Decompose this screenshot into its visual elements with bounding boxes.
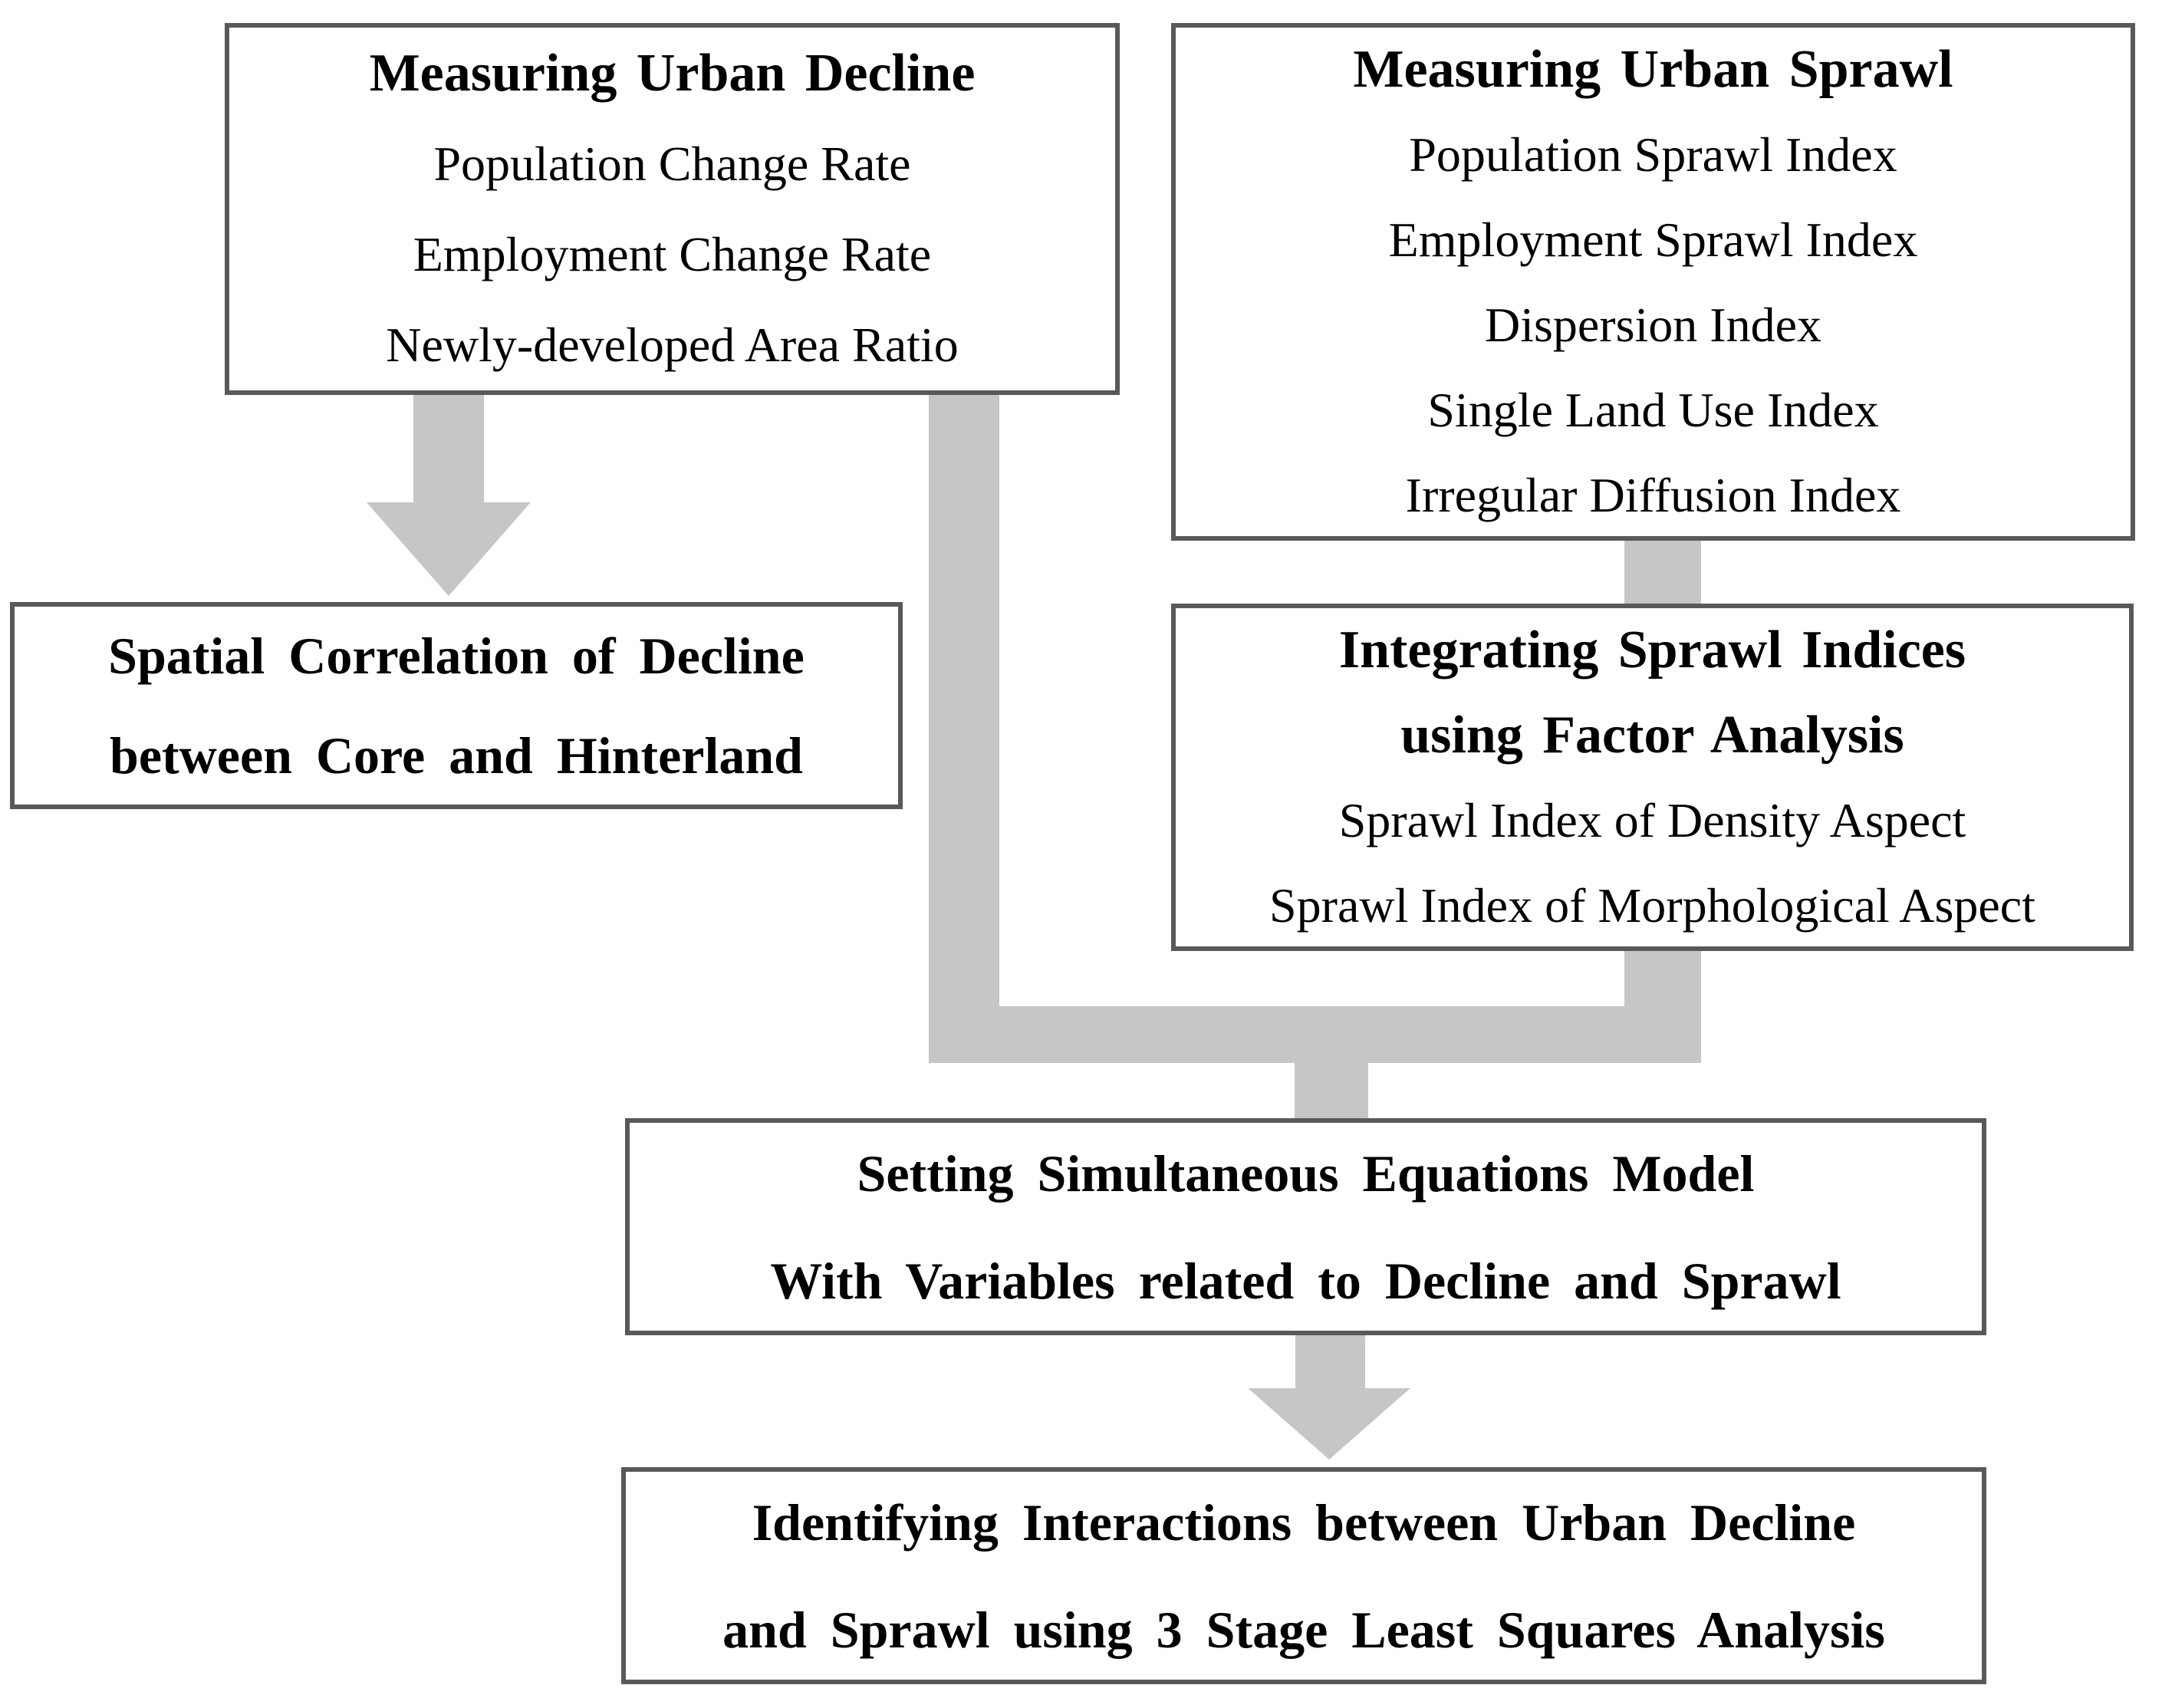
measuring-urban-decline-box: Measuring Urban Decline Population Chang…: [225, 23, 1120, 395]
connector-sprawl-to-integrating-band: [1624, 539, 1701, 605]
connector-merge-to-equations-stem: [1295, 1063, 1368, 1120]
box-item: Sprawl Index of Density Aspect: [1338, 792, 1966, 847]
box-item: Sprawl Index of Morphological Aspect: [1269, 877, 2035, 933]
box-title: Integrating Sprawl Indices: [1338, 620, 1966, 680]
connector-decline-to-spatial-stem: [413, 395, 484, 504]
box-item: Population Change Rate: [433, 136, 911, 191]
identifying-interactions-box: Identifying Interactions between Urban D…: [621, 1467, 1986, 1684]
box-item: Single Land Use Index: [1427, 382, 1879, 437]
connector-decline-down-band: [929, 395, 999, 1063]
spatial-correlation-box: Spatial Correlation of Decline between C…: [10, 602, 903, 809]
box-text-line: Spatial Correlation of Decline: [108, 627, 805, 685]
integrating-sprawl-indices-box: Integrating Sprawl Indices using Factor …: [1171, 604, 2134, 951]
connector-equations-to-identifying-stem: [1295, 1335, 1365, 1390]
box-item: Population Sprawl Index: [1409, 127, 1897, 182]
box-title: Measuring Urban Sprawl: [1353, 39, 1953, 99]
measuring-urban-sprawl-box: Measuring Urban Sprawl Population Sprawl…: [1171, 23, 2135, 541]
box-item: Irregular Diffusion Index: [1405, 467, 1901, 522]
simultaneous-equations-model-box: Setting Simultaneous Equations Model Wit…: [625, 1118, 1986, 1335]
box-item: Employment Change Rate: [413, 226, 932, 281]
box-item: Employment Sprawl Index: [1388, 212, 1918, 267]
box-title: using Factor Analysis: [1400, 705, 1904, 765]
box-text-line: and Sprawl using 3 Stage Least Squares A…: [722, 1600, 1885, 1659]
box-text-line: between Core and Hinterland: [110, 726, 803, 785]
box-text-line: Setting Simultaneous Equations Model: [857, 1144, 1755, 1203]
arrow-down-icon: [367, 502, 531, 596]
box-text-line: Identifying Interactions between Urban D…: [752, 1492, 1856, 1552]
connector-merge-bar: [929, 1006, 1701, 1063]
box-item: Newly-developed Area Ratio: [386, 317, 959, 372]
box-title: Measuring Urban Decline: [369, 43, 976, 103]
arrow-down-icon: [1248, 1388, 1410, 1460]
box-text-line: With Variables related to Decline and Sp…: [770, 1251, 1841, 1310]
box-item: Dispersion Index: [1484, 297, 1822, 352]
